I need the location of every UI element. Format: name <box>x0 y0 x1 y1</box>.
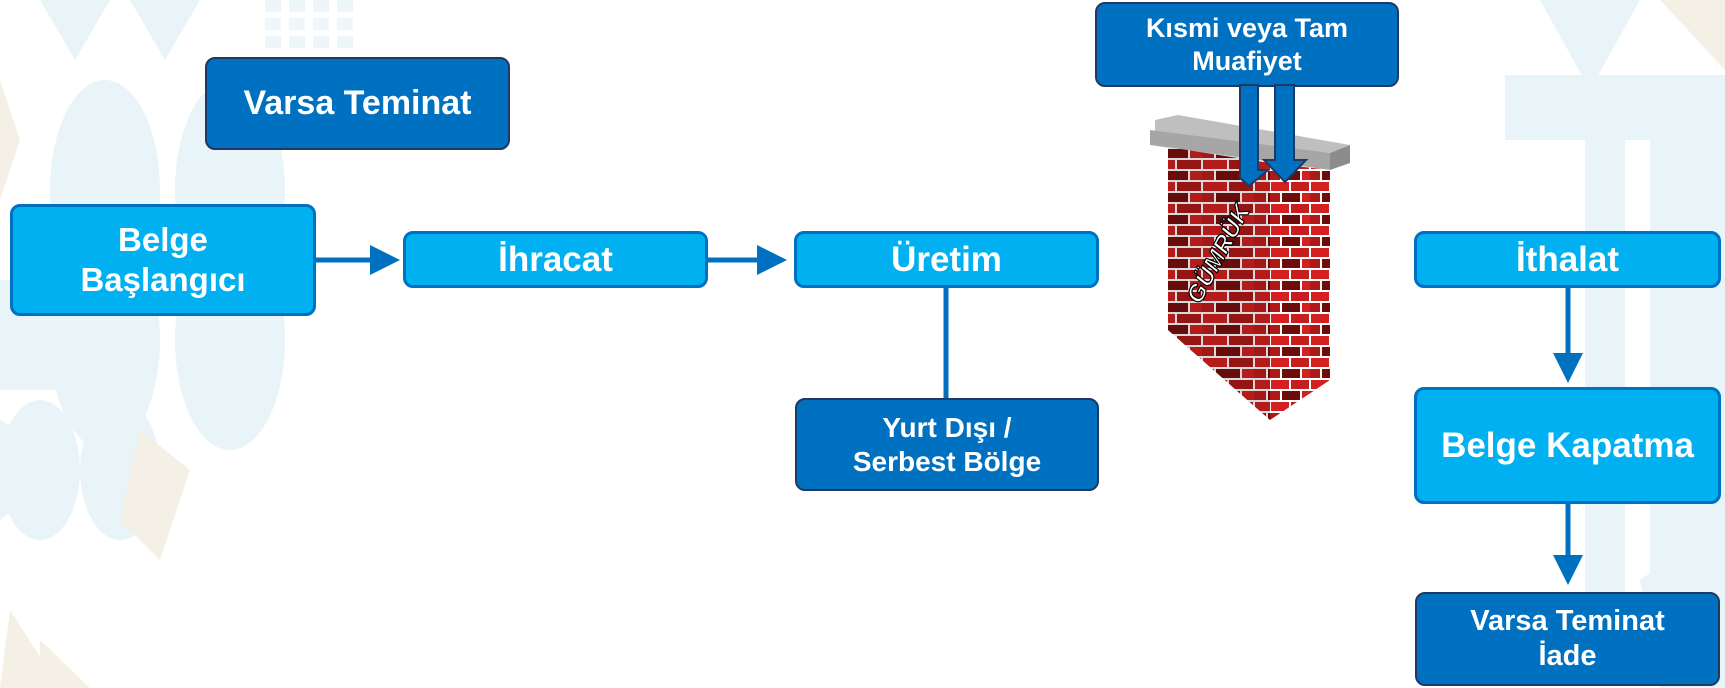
customs-wall-icon: GÜMRÜK <box>1150 115 1350 420</box>
belge-kapatma-box: Belge Kapatma <box>1414 387 1721 504</box>
uretim-box: Üretim <box>794 231 1099 288</box>
varsa-teminat-iade-box: Varsa Teminat İade <box>1415 592 1720 686</box>
muafiyet-box: Kısmi veya Tam Muafiyet <box>1095 2 1399 87</box>
ihracat-box: İhracat <box>403 231 708 288</box>
ithalat-box: İthalat <box>1414 231 1721 288</box>
yurt-disi-box: Yurt Dışı / Serbest Bölge <box>795 398 1099 491</box>
belge-baslangici-box: Belge Başlangıcı <box>10 204 316 316</box>
varsa-teminat-box: Varsa Teminat <box>205 57 510 150</box>
